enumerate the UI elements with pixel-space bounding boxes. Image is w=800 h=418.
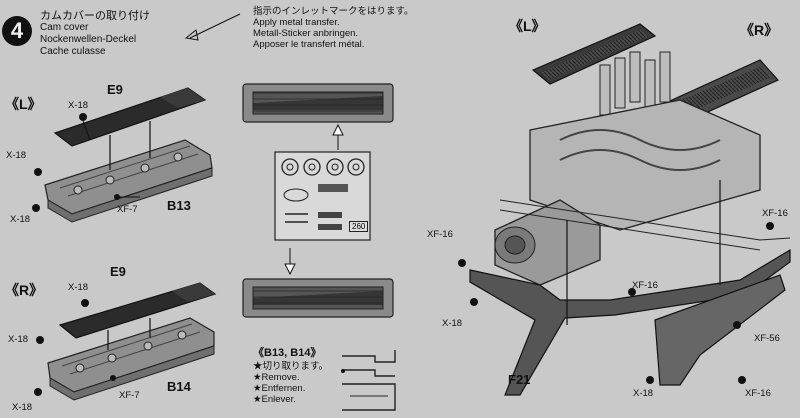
callout-x18: X-18	[68, 100, 89, 111]
callout-xf7: XF-7	[117, 204, 138, 215]
cut-note-header: 《B13, B14》	[253, 347, 322, 359]
right-mark-label: 《R》	[5, 282, 44, 298]
callout-x18: X-18	[6, 150, 27, 161]
callout-xf16: XF-16	[632, 280, 658, 291]
cut-detail	[341, 350, 396, 411]
part-b14: B14	[167, 379, 191, 394]
engine-right-mark: 《R》	[740, 22, 779, 38]
transfer-note-jp: 指示のインレットマークをはります。	[253, 6, 414, 17]
callout-x18: X-18	[12, 402, 33, 413]
cut-note: 《B13, B14》 ★切り取ります。 ★Remove. ★Entfernen.…	[253, 347, 329, 406]
callout-xf16: XF-16	[745, 388, 771, 399]
callout-x18: X-18	[442, 318, 463, 329]
metal-transfer-diagram	[184, 13, 394, 318]
engine-assembly	[458, 23, 791, 396]
transfer-note-fr: Apposer le transfert métal.	[253, 39, 365, 50]
callout-xf16: XF-16	[762, 208, 788, 219]
part-e9-bottom: E9	[110, 264, 126, 279]
transfer-note: 指示のインレットマークをはります。 Apply metal transfer. …	[253, 6, 414, 50]
callout-x18: X-18	[633, 388, 654, 399]
transfer-note-de: Metall-Sticker anbringen.	[253, 28, 359, 39]
part-e9-top: E9	[107, 82, 123, 97]
cam-cover-left-assembly	[32, 87, 213, 223]
part-f21: F21	[508, 372, 531, 387]
transfer-number: 260	[349, 221, 369, 232]
transfer-note-en: Apply metal transfer.	[253, 17, 340, 28]
callout-xf7: XF-7	[119, 390, 140, 401]
step-title-de: Nockenwellen-Deckel	[40, 34, 137, 45]
step-title-jp: カムカバーの取り付け	[40, 10, 150, 22]
callout-x18: X-18	[8, 334, 29, 345]
callout-xf16: XF-16	[427, 229, 453, 240]
cam-cover-right-assembly	[34, 282, 217, 401]
callout-xf56: XF-56	[754, 333, 780, 344]
cut-note-jp: ★切り取ります。	[253, 361, 329, 372]
step-title-fr: Cache culasse	[40, 46, 106, 57]
step-title-en: Cam cover	[40, 22, 89, 33]
part-b13: B13	[167, 198, 191, 213]
cut-note-en: ★Remove.	[253, 372, 300, 383]
step-title: カムカバーの取り付け Cam cover Nockenwellen-Deckel…	[40, 10, 150, 58]
cut-note-fr: ★Enlever.	[253, 394, 296, 405]
cut-note-de: ★Entfernen.	[253, 383, 306, 394]
callout-x18: X-18	[68, 282, 89, 293]
engine-left-mark: 《L》	[509, 18, 546, 34]
left-mark-label: 《L》	[5, 96, 42, 112]
callout-x18: X-18	[10, 214, 31, 225]
step-number-badge: 4	[2, 16, 32, 46]
